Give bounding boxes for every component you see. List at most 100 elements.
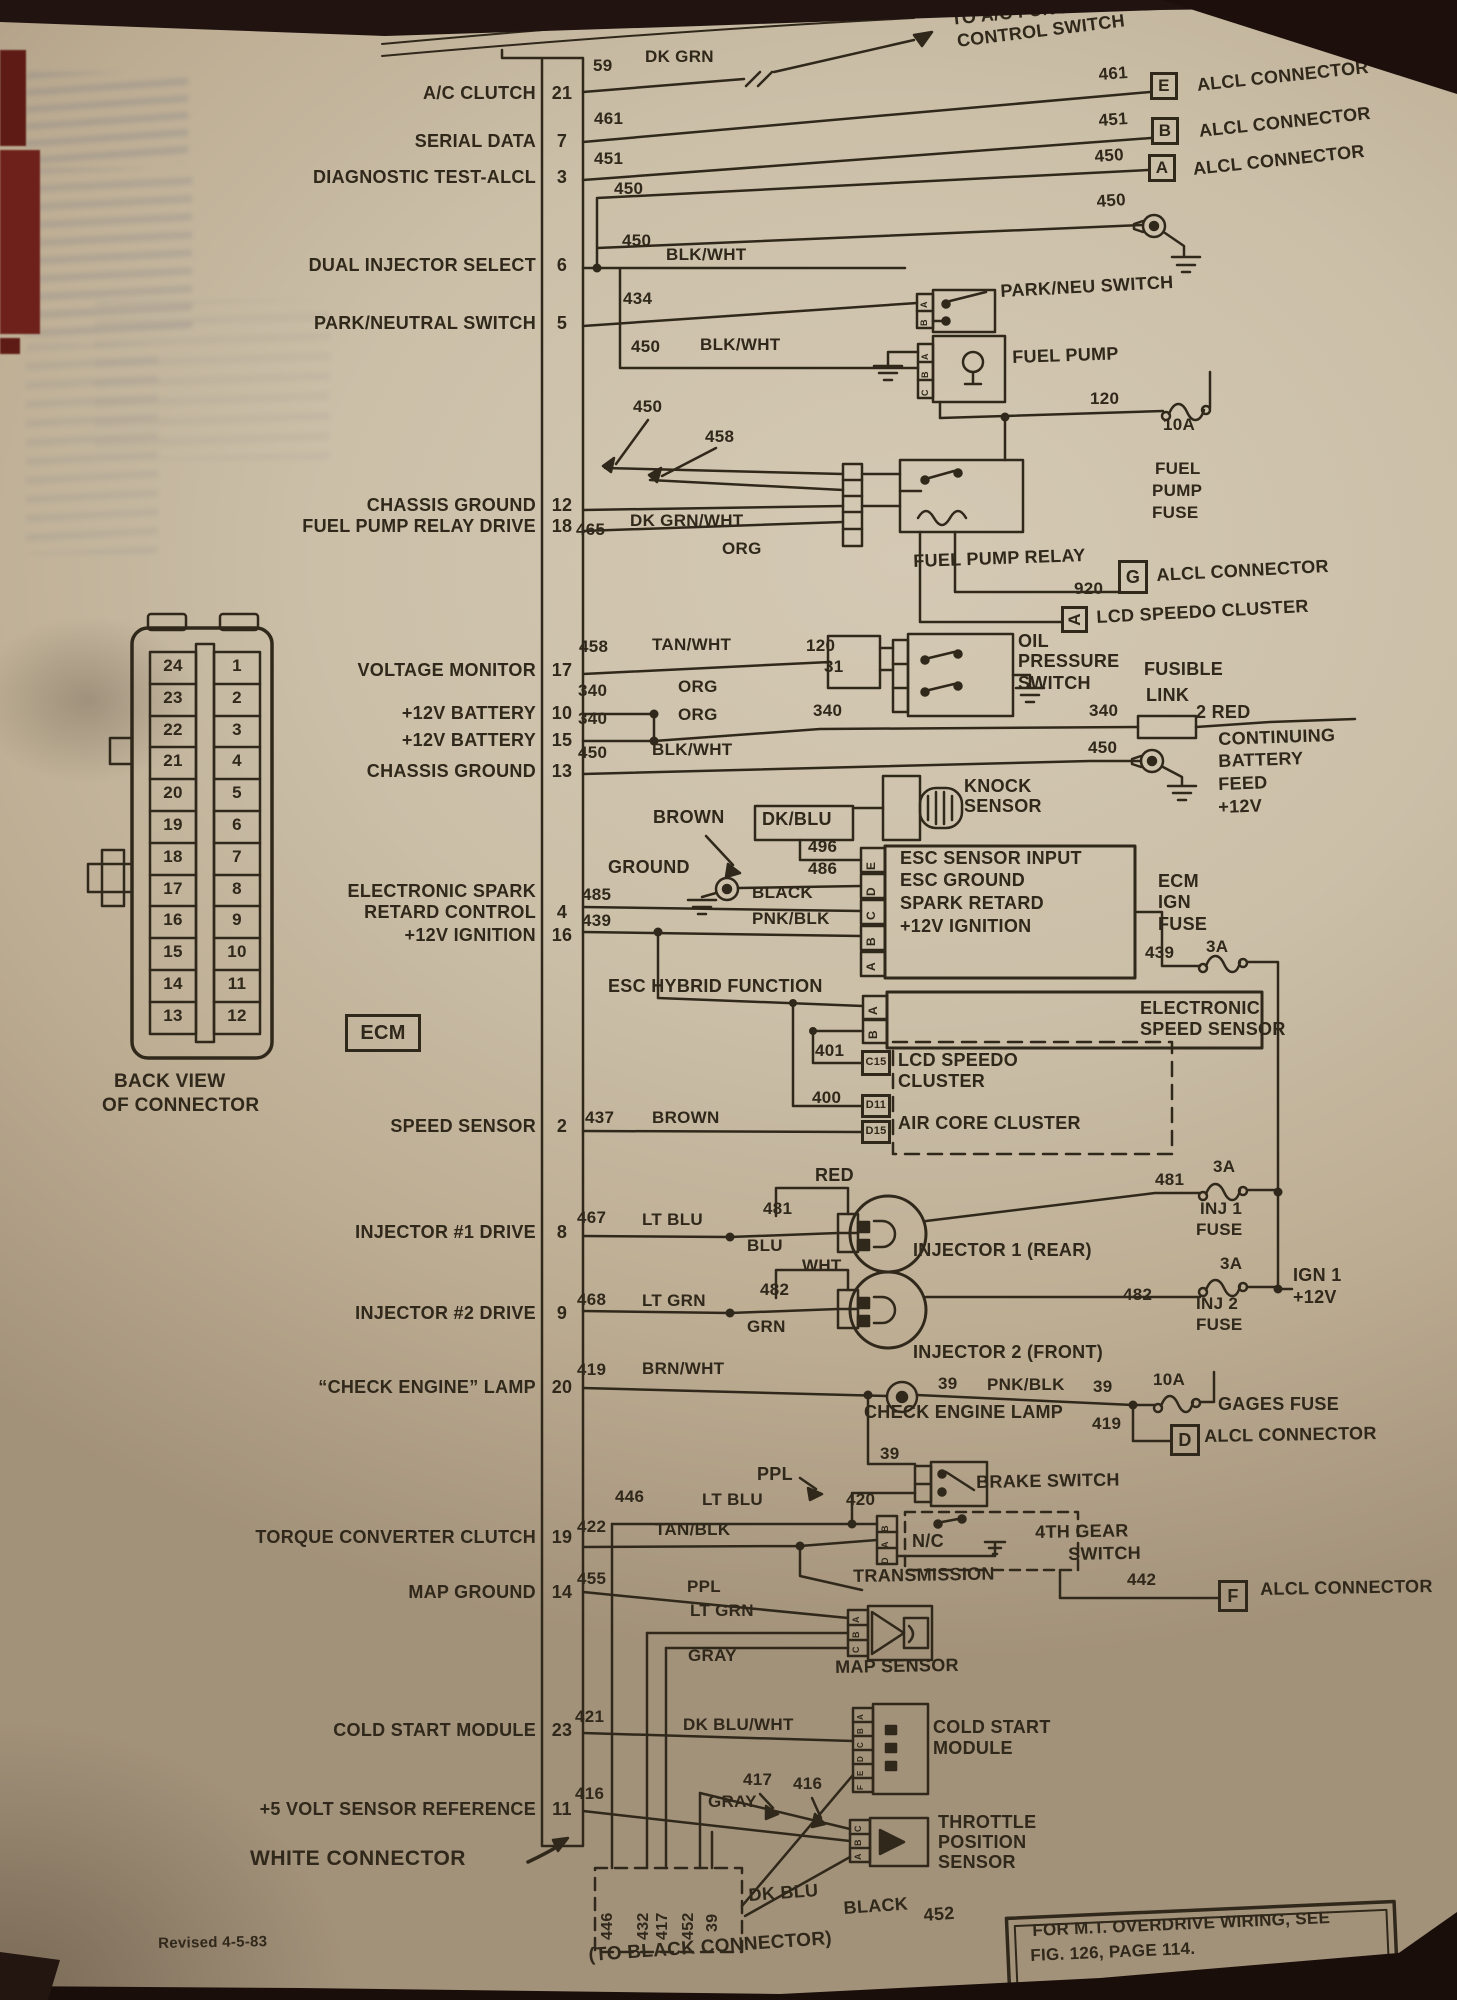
connector-pin-left-14: 14: [163, 974, 183, 993]
wire-455: 455: [577, 1569, 607, 1588]
connector-pin-right-8: 8: [232, 879, 242, 898]
wire-458-b: 458: [579, 637, 609, 656]
row-park-neutral-switch: PARK/NEUTRAL SWITCH: [313, 313, 536, 333]
wire-442: 442: [1127, 1570, 1157, 1589]
comp-transmission: TRANSMISSION: [852, 1563, 995, 1586]
pin-17: 17: [551, 660, 573, 680]
connector-pin-right-4: 4: [232, 751, 242, 770]
ecm-ign-fuse-3: FUSE: [1158, 914, 1208, 934]
wire-39-a: 39: [938, 1374, 958, 1393]
ess-pin-b: B: [866, 1030, 880, 1039]
comp-4th-gear-1: 4TH GEAR: [1034, 1520, 1129, 1542]
corner-number: 0027: [1411, 1972, 1448, 1991]
pin-12: 12: [551, 495, 573, 515]
comp-oil-1: OIL: [1018, 631, 1049, 651]
gages-fuse: GAGES FUSE: [1218, 1394, 1340, 1414]
connector-pin-right-5: 5: [232, 783, 242, 802]
pin-d15: D15: [861, 1120, 891, 1144]
comp-cold-start-2: MODULE: [933, 1738, 1013, 1758]
connector-pin-left-19: 19: [163, 815, 183, 834]
wire-920: 920: [1074, 579, 1104, 598]
color-ppl-2: PPL: [687, 1577, 721, 1596]
wire-451-a: 451: [594, 149, 624, 168]
ess-pin-a: A: [866, 1006, 880, 1015]
gear4-pin-a: A: [880, 1541, 890, 1548]
lcd-cluster-2: CLUSTER: [898, 1071, 986, 1091]
pin-9: 9: [556, 1303, 568, 1323]
fp-pin-a: A: [920, 353, 930, 360]
pin-20: 20: [551, 1377, 573, 1397]
csm-pin-e: E: [856, 1770, 865, 1776]
margin-mark-red-1: [0, 50, 26, 146]
wire-39-b: 39: [1093, 1377, 1113, 1396]
wire-467: 467: [577, 1208, 607, 1227]
wire-439-a: 439: [582, 911, 612, 930]
comp-cold-start-1: COLD START: [933, 1717, 1051, 1737]
row-12v-ignition: +12V IGNITION: [404, 925, 536, 945]
ess-label-2: SPEED SENSOR: [1140, 1019, 1286, 1039]
wire-450-b: 450: [622, 231, 652, 250]
row-fuel-pump-relay-drive: FUEL PUMP RELAY DRIVE: [302, 516, 536, 536]
wire-39-c: 39: [880, 1444, 900, 1463]
tps-pin-a: A: [853, 1853, 863, 1860]
wire-419-b: 419: [1092, 1414, 1122, 1433]
color-dk-blu: DK/BLU: [762, 809, 832, 829]
pin-c15: C15: [861, 1050, 891, 1076]
csm-pin-b: B: [856, 1727, 865, 1734]
comp-tps-2: POSITION: [938, 1832, 1027, 1852]
fuel-pump-fuse-1: FUEL: [1155, 459, 1201, 478]
comp-injector-2: INJECTOR 2 (FRONT): [913, 1342, 1104, 1362]
wire-340-b: 340: [578, 709, 608, 728]
connector-pin-left-21: 21: [163, 751, 183, 770]
wire-420: 420: [846, 1490, 876, 1509]
color-red-1: RED: [815, 1165, 854, 1185]
comp-fuel-pump: FUEL PUMP: [1011, 343, 1119, 367]
inj2-fuse-2: FUSE: [1196, 1315, 1243, 1334]
color-brn-wht: BRN/WHT: [642, 1359, 725, 1378]
pin-4: 4: [556, 902, 568, 922]
air-core-cluster: AIR CORE CLUSTER: [898, 1113, 1081, 1133]
row-dual-injector-select: DUAL INJECTOR SELECT: [308, 255, 536, 275]
color-ppl-1: PPL: [757, 1464, 793, 1484]
esc-row-3: SPARK RETARD: [900, 893, 1044, 913]
row-5v-reference: +5 VOLT SENSOR REFERENCE: [259, 1799, 536, 1819]
fuse-3a-b: 3A: [1213, 1157, 1236, 1176]
wire-120-b: 120: [806, 636, 836, 655]
ecm-box: ECM: [345, 1014, 421, 1052]
pin-d11: D11: [861, 1094, 891, 1118]
esc-pin-e: E: [864, 861, 878, 870]
color-org-1: ORG: [722, 539, 762, 558]
color-dk-grn: DK GRN: [645, 47, 714, 66]
pin-19: 19: [551, 1527, 573, 1547]
connector-pin-right-3: 3: [232, 720, 242, 739]
color-tan-blk: TAN/BLK: [655, 1520, 731, 1539]
lcd-cluster-1: LCD SPEEDO: [898, 1050, 1019, 1070]
color-grn: GRN: [747, 1317, 786, 1336]
fuse-10a-a: 10A: [1163, 415, 1196, 434]
comp-4th-gear-2: SWITCH: [1067, 1542, 1142, 1564]
row-tcc: TORQUE CONVERTER CLUTCH: [255, 1527, 536, 1547]
alcl-conn-d: ALCL CONNECTOR: [1203, 1422, 1377, 1446]
comp-oil-2: PRESSURE: [1018, 651, 1120, 671]
pin-2: 2: [556, 1116, 568, 1136]
tps-pin-c: C: [853, 1825, 863, 1832]
comp-brake-switch: BRAKE SWITCH: [975, 1469, 1120, 1492]
comp-oil-3: SWITCH: [1018, 673, 1091, 693]
continuing-2: BATTERY: [1217, 748, 1304, 771]
gear4-pin-d: D: [880, 1557, 890, 1564]
wire-482-a: 482: [760, 1280, 790, 1299]
fusible-link-1: FUSIBLE: [1144, 659, 1224, 679]
map-pin-b: B: [851, 1631, 861, 1638]
color-pnk-blk-2: PNK/BLK: [987, 1375, 1065, 1394]
wire-482-b: 482: [1123, 1285, 1153, 1304]
color-blk-wht-3: BLK/WHT: [652, 740, 733, 759]
vwire-39: 39: [704, 1913, 721, 1932]
ign1-label-2: +12V: [1293, 1287, 1337, 1307]
pn-pin-a: A: [919, 301, 929, 308]
wire-59: 59: [593, 56, 613, 75]
comp-injector-1: INJECTOR 1 (REAR): [913, 1240, 1092, 1260]
pin-21: 21: [551, 83, 573, 103]
vwire-452: 452: [680, 1912, 697, 1940]
esc-pin-d: D: [864, 887, 878, 896]
